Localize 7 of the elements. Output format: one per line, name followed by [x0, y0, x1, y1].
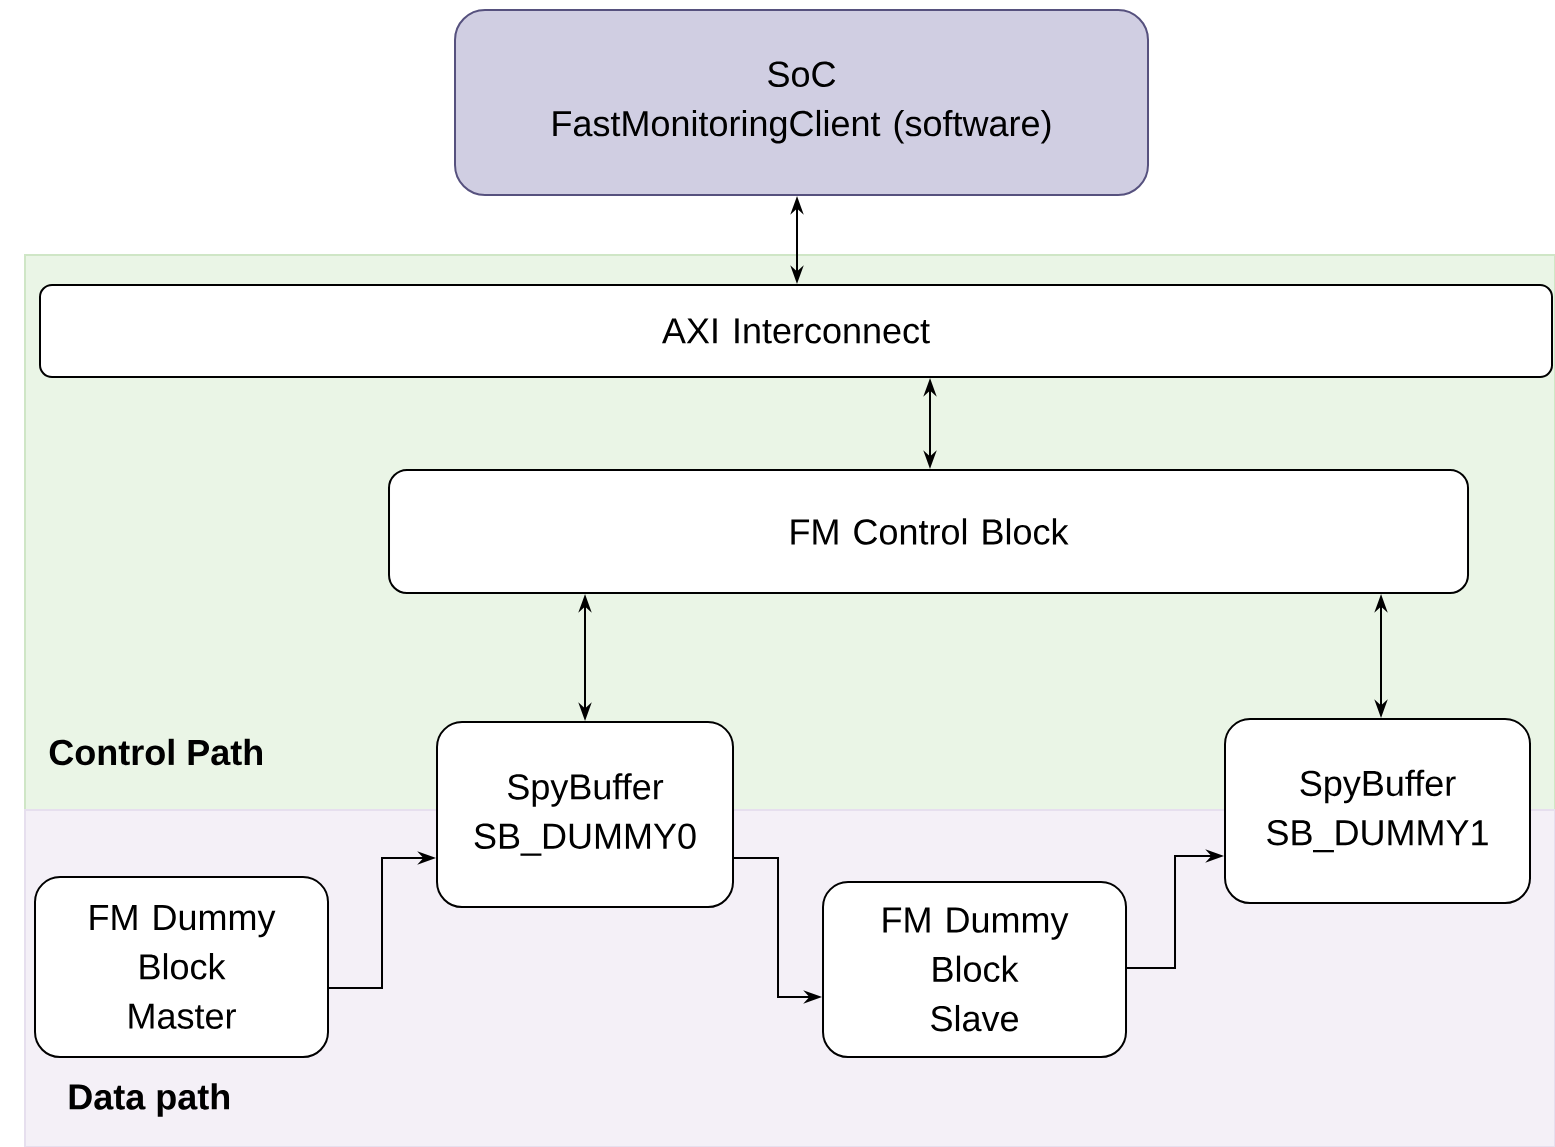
- process-box: SpyBuffer SB_DUMMY1: [1224, 718, 1531, 904]
- process-box: FM Control Block: [388, 469, 1469, 594]
- process-box: SoC FastMonitoringClient (software): [454, 9, 1149, 196]
- process-box: SpyBuffer SB_DUMMY0: [436, 721, 734, 908]
- process-box: FM Dummy Block Slave: [822, 881, 1127, 1058]
- process-box: AXI Interconnect: [39, 284, 1553, 378]
- process-box: FM Dummy Block Master: [34, 876, 329, 1058]
